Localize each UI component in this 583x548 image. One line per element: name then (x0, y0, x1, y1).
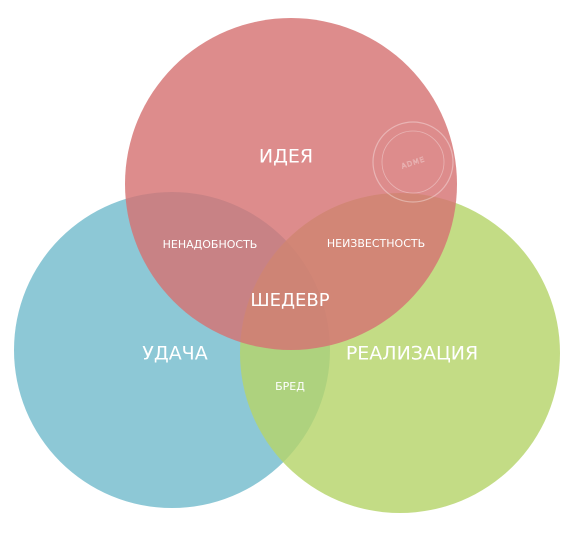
label-all: ШЕДЕВР (250, 290, 329, 311)
label-idea-realization: НЕИЗВЕСТНОСТЬ (327, 237, 425, 250)
labels-group: ИДЕЯ УДАЧА РЕАЛИЗАЦИЯ НЕНАДОБНОСТЬ НЕИЗВ… (142, 146, 478, 394)
circles-group (14, 18, 560, 513)
stamp-ring-outer (372, 121, 454, 203)
label-idea-luck: НЕНАДОБНОСТЬ (163, 238, 258, 251)
circle-idea (125, 18, 457, 350)
stamp-ring-inner (381, 130, 445, 194)
label-luck-realization: БРЕД (275, 380, 305, 393)
label-luck: УДАЧА (142, 343, 207, 365)
label-realization: РЕАЛИЗАЦИЯ (346, 343, 478, 365)
label-idea: ИДЕЯ (259, 146, 313, 168)
